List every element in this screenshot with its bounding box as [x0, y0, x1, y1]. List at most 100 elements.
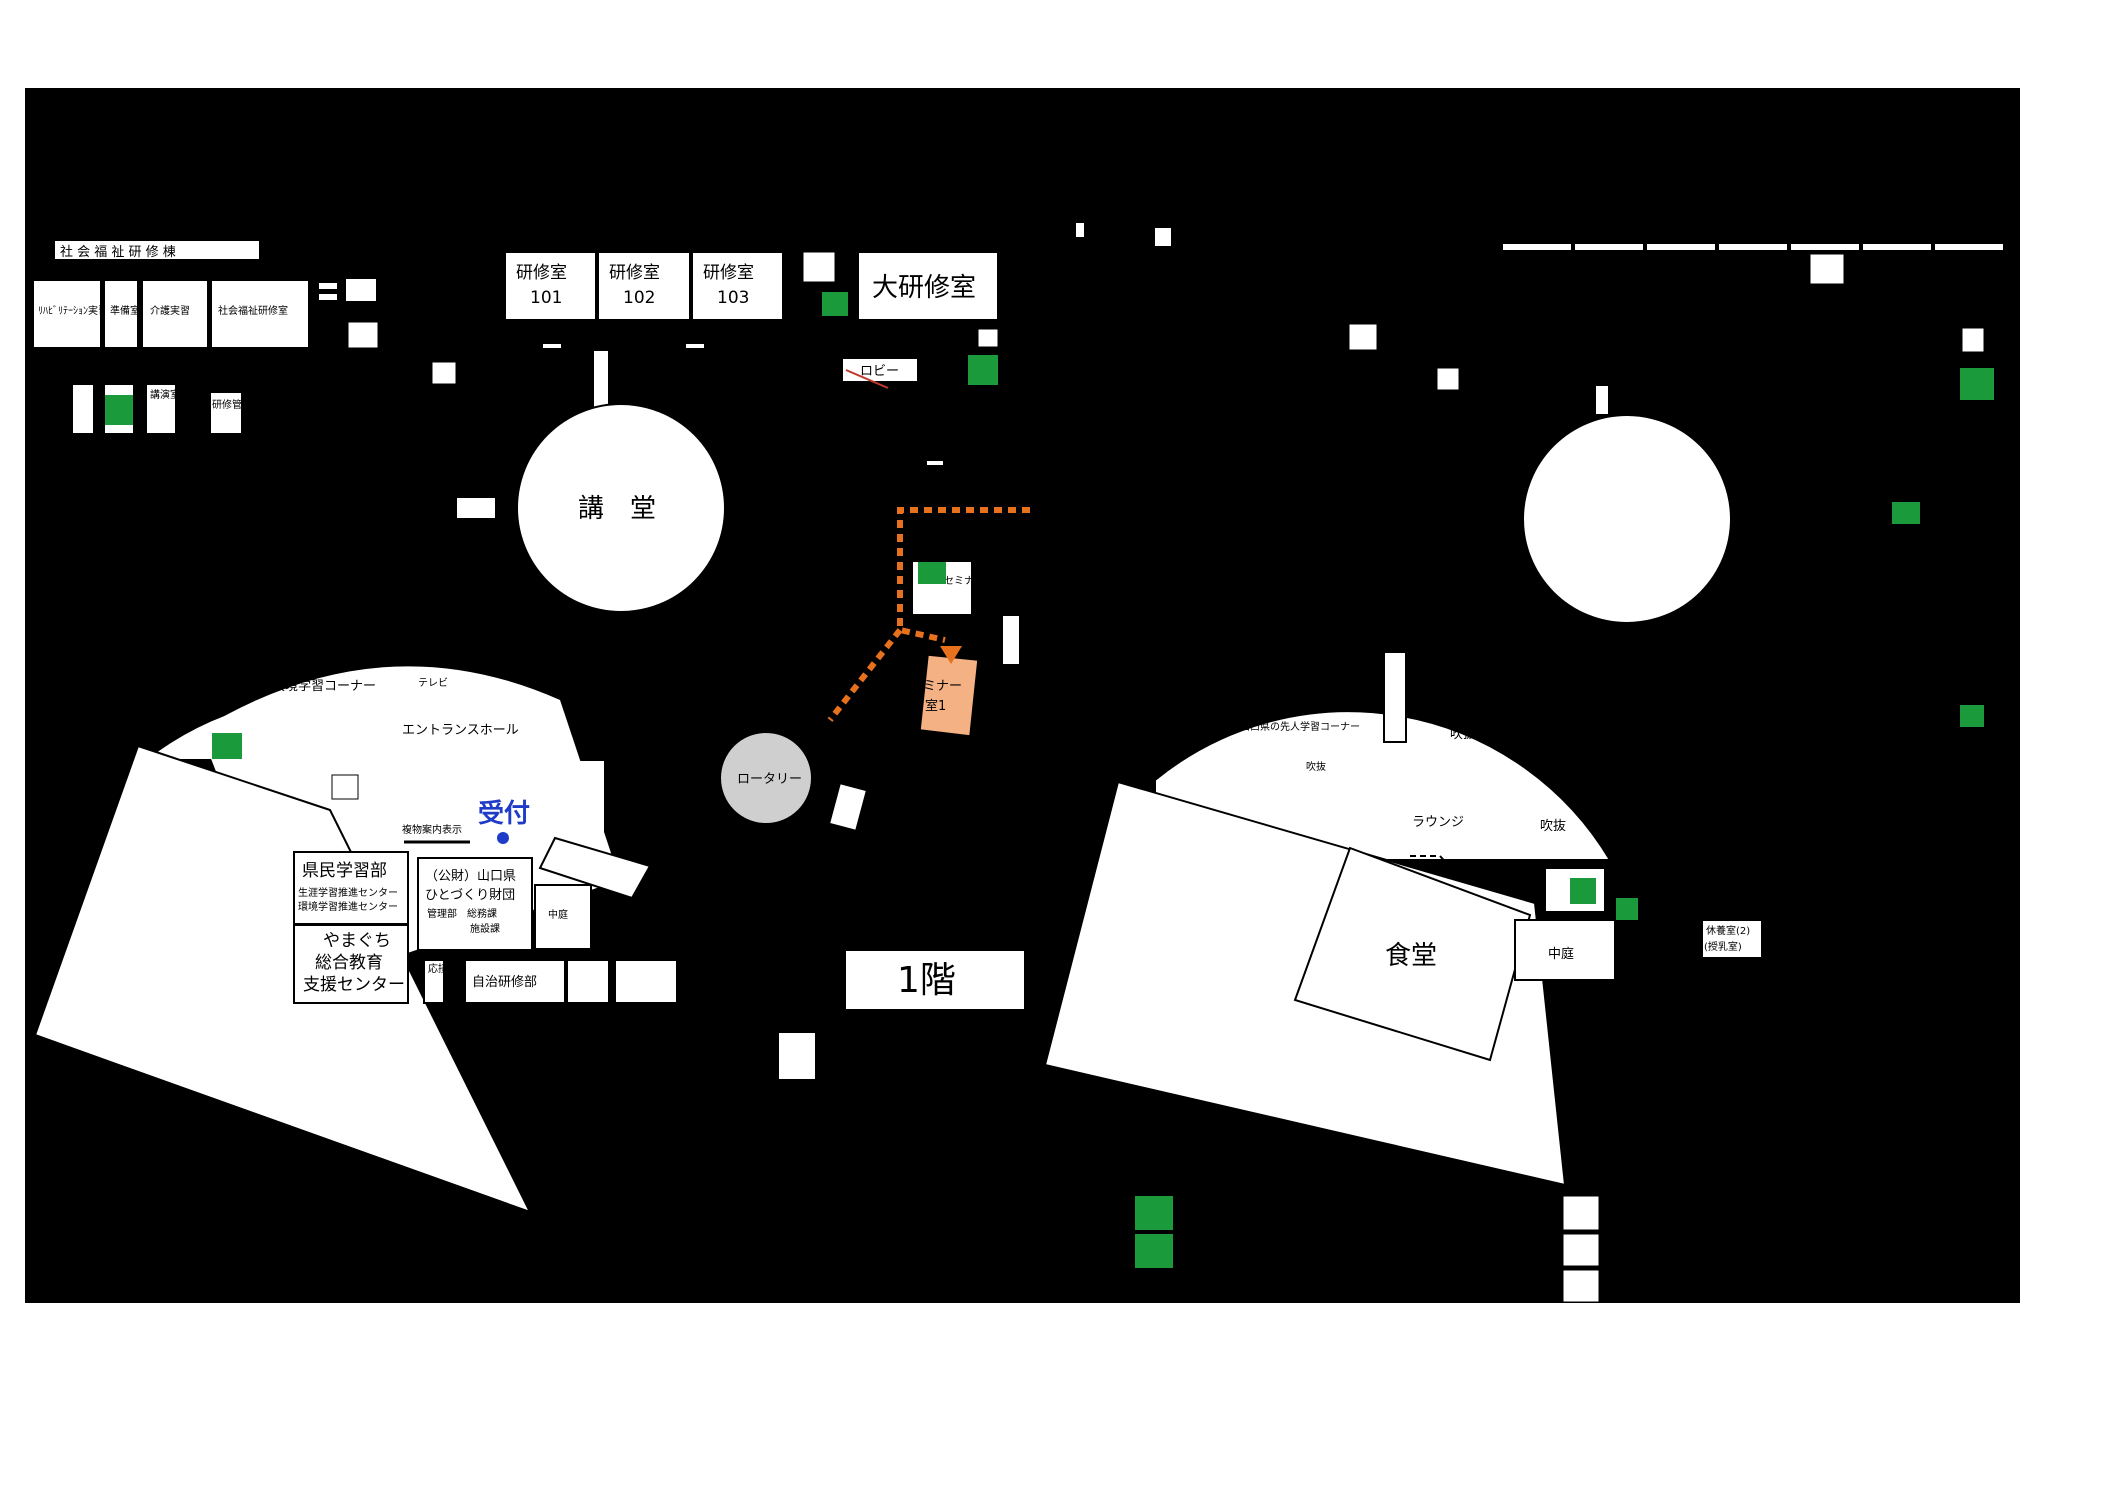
room-101[interactable]	[504, 251, 597, 321]
corridor-segment-7	[1933, 242, 2005, 252]
courtyard-restroom-icon	[1570, 878, 1596, 904]
reception-room[interactable]	[423, 959, 445, 1004]
foundation-office[interactable]	[417, 857, 533, 951]
rest-room-label-b: (授乳室)	[1704, 940, 1742, 953]
welfare-building-label: 社 会 福 祉 研 修 棟	[60, 244, 176, 260]
route-path-lower	[827, 628, 903, 722]
prep-room[interactable]	[103, 279, 139, 349]
seminar-room-1-label-b: 室1	[925, 698, 946, 714]
corridor-mark-a	[541, 342, 563, 350]
center-elevator-icon	[1348, 323, 1378, 351]
lobby[interactable]	[841, 357, 919, 383]
corridor-block	[1001, 614, 1021, 666]
room-103[interactable]	[691, 251, 784, 321]
accessible-restroom-icon	[968, 355, 998, 385]
foundation-label-d: 施設課	[470, 922, 500, 935]
jichi-dept[interactable]	[464, 959, 566, 1004]
rotary-kiosk	[827, 781, 869, 833]
small-room-a	[71, 383, 95, 435]
training-right-label: 研修室	[1985, 552, 2015, 565]
welfare-elevator-icon	[347, 321, 379, 349]
small-mark	[925, 459, 945, 467]
bottom-restroom-icon	[1135, 1234, 1173, 1268]
auditorium[interactable]	[516, 403, 726, 613]
tv-label: テレビ	[418, 677, 448, 689]
restroom-icon	[822, 292, 848, 316]
hall-elevator-icon	[331, 774, 359, 800]
yamaguchi-label-b: 総合教育	[315, 953, 383, 973]
pioneer-corner-label: 山口県の先人学習コーナー	[1240, 720, 1360, 733]
big-training-room[interactable]	[857, 251, 999, 321]
big-training-room-label: 大研修室	[872, 273, 976, 303]
welfare-stairs-icon	[431, 361, 457, 385]
room-101-title: 研修室	[516, 263, 567, 283]
welfare-training-room[interactable]	[210, 279, 310, 349]
care-room[interactable]	[141, 279, 209, 349]
top-marker-a	[1074, 221, 1086, 239]
jichi-label: 自治研修部	[472, 975, 537, 990]
yamaguchi-label-c: 支援センター	[303, 975, 405, 995]
lecture-small-room[interactable]	[145, 383, 177, 435]
right-dome[interactable]	[1522, 414, 1732, 624]
welfare-restroom-icon	[105, 395, 133, 425]
room-102[interactable]	[597, 251, 691, 321]
seminar-room-1-label-a: セミナー	[910, 679, 962, 694]
corridor-end-left	[614, 959, 678, 1004]
kenmin-dept[interactable]	[293, 851, 409, 925]
yamaguchi-center[interactable]	[293, 924, 409, 1004]
foundation-label-a: （公財）山口県	[425, 869, 516, 884]
rest-room-label-a: 休養室(2)	[1706, 924, 1750, 937]
training-mgmt-label: 研修管理室	[212, 398, 262, 411]
right-accessible-icon	[1960, 368, 1994, 400]
corridor-mark-b	[684, 342, 706, 350]
seminar-room-2-label: セミナー室2	[944, 574, 1000, 587]
kiosk-bottom	[777, 1031, 817, 1081]
rotary-label: ロータリー	[737, 772, 802, 787]
corridor-segment-6	[1861, 242, 1933, 252]
foundation-label-b: ひとづくり財団	[425, 888, 515, 903]
reception-label: 受付	[478, 798, 530, 829]
floor-label-box	[844, 949, 1026, 1011]
welfare-tiny-box-b	[317, 292, 339, 302]
welfare-wing-block	[33, 744, 533, 1214]
fukinuke-label-1: 吹抜	[1450, 726, 1476, 742]
bottom-escalator-icon	[1562, 1233, 1600, 1267]
seminar-room-1[interactable]	[919, 654, 979, 737]
welfare-training-label: 社会福祉研修室	[218, 304, 288, 317]
courtyard-left	[534, 884, 592, 950]
kenmin-sub1: 生涯学習推進センター	[298, 886, 398, 899]
welfare-small-box	[344, 277, 378, 303]
courtyard-accessible-icon	[1616, 898, 1638, 920]
corridor-segment-1	[1501, 242, 1573, 252]
right-dome-stair	[1594, 384, 1610, 416]
care-room-label: 介護実習	[150, 304, 190, 317]
kenmin-label: 県民学習部	[302, 861, 387, 881]
corridor-segment-2	[1573, 242, 1645, 252]
rest-room[interactable]	[1701, 919, 1763, 959]
lounge-boundary	[1410, 855, 1481, 901]
seminar-restroom-icon	[918, 562, 946, 584]
auditorium-stairs	[592, 349, 610, 411]
foundation-label-c: 管理部 総務課	[427, 907, 497, 920]
cafeteria[interactable]	[1293, 846, 1532, 1062]
lost-found-label: 複物案内表示	[402, 823, 462, 836]
center-stairs-icon	[1436, 367, 1460, 391]
room-103-title: 研修室	[703, 263, 754, 283]
training-mgmt-room[interactable]	[209, 391, 243, 435]
route-arrow-icon	[940, 646, 962, 664]
lecture-small-label: 講演室	[150, 388, 180, 401]
entrance-hall-label: エントランスホール	[402, 723, 519, 738]
room-103-number: 103	[717, 288, 749, 308]
corridor-segment-3	[1645, 242, 1717, 252]
corridor-segment-5	[1789, 242, 1861, 252]
library-partition	[1383, 651, 1407, 743]
fukinuke-label-3: 吹抜	[1306, 760, 1326, 773]
courtyard-right-label: 中庭	[1548, 946, 1574, 962]
right-stairs-icon	[1809, 253, 1845, 285]
library-wing[interactable]	[1154, 710, 1612, 861]
yamaguchi-label-a: やまぐち	[323, 931, 391, 951]
welfare-tiny-box-a	[317, 281, 339, 291]
room-102-title: 研修室	[609, 263, 660, 283]
rehab-room[interactable]	[32, 279, 102, 349]
